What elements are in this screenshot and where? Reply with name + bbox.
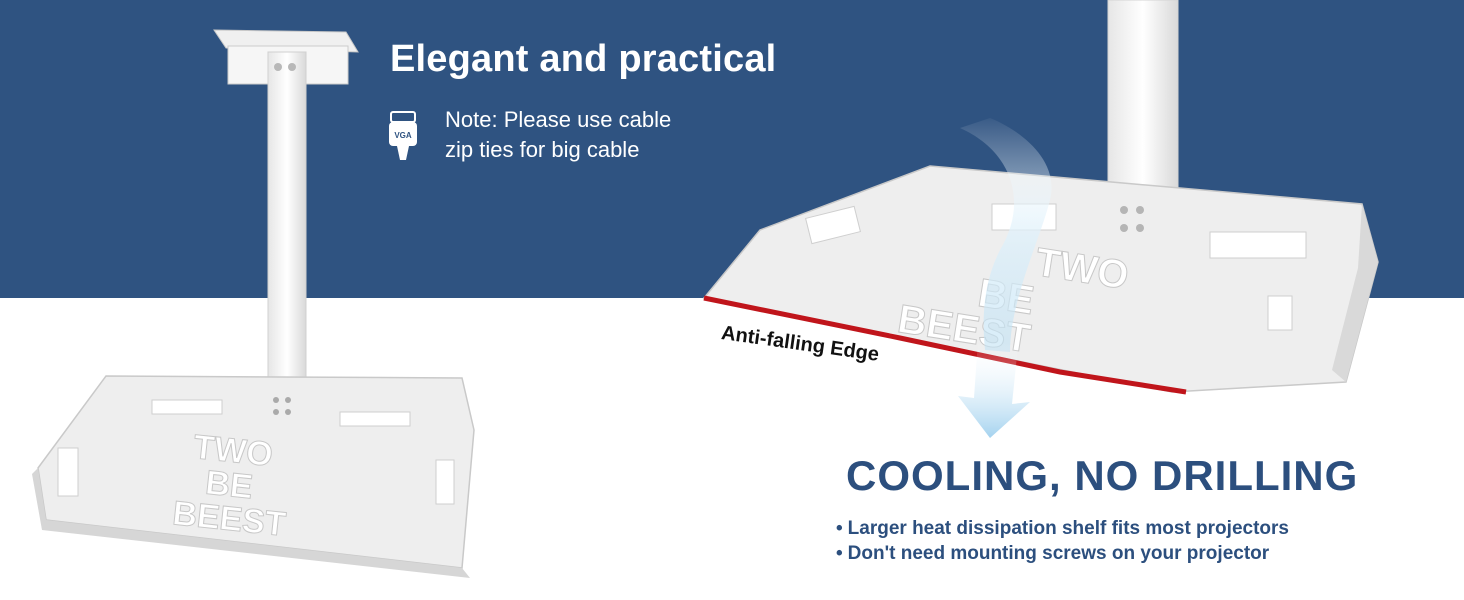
left-shelf-text-1: TWO bbox=[192, 428, 275, 474]
feature-item: Larger heat dissipation shelf fits most … bbox=[836, 516, 1289, 541]
right-shelf-side bbox=[1332, 204, 1378, 382]
feature-list: Larger heat dissipation shelf fits most … bbox=[836, 516, 1289, 566]
cable-note: Note: Please use cable zip ties for big … bbox=[445, 105, 671, 165]
cable-note-line-2: zip ties for big cable bbox=[445, 137, 640, 162]
airflow-stream bbox=[960, 118, 1052, 352]
headline: Elegant and practical bbox=[390, 38, 777, 80]
left-shelf-lip bbox=[32, 468, 470, 578]
airflow-arrow bbox=[958, 340, 1030, 438]
left-mount: TWO BE BEEST bbox=[32, 29, 475, 578]
right-mount: TWO BE BEEST bbox=[702, 0, 1379, 395]
feature-item: Don't need mounting screws on your proje… bbox=[836, 541, 1289, 566]
cooling-title: COOLING, NO DRILLING bbox=[846, 452, 1359, 499]
vga-connector-icon: VGA bbox=[389, 111, 417, 160]
cable-note-line-1: Note: Please use cable bbox=[445, 107, 672, 132]
left-pole bbox=[267, 51, 307, 393]
right-pole bbox=[1107, 0, 1179, 206]
vga-icon-label: VGA bbox=[394, 131, 412, 140]
left-shelf-text-2: BE bbox=[204, 464, 255, 507]
